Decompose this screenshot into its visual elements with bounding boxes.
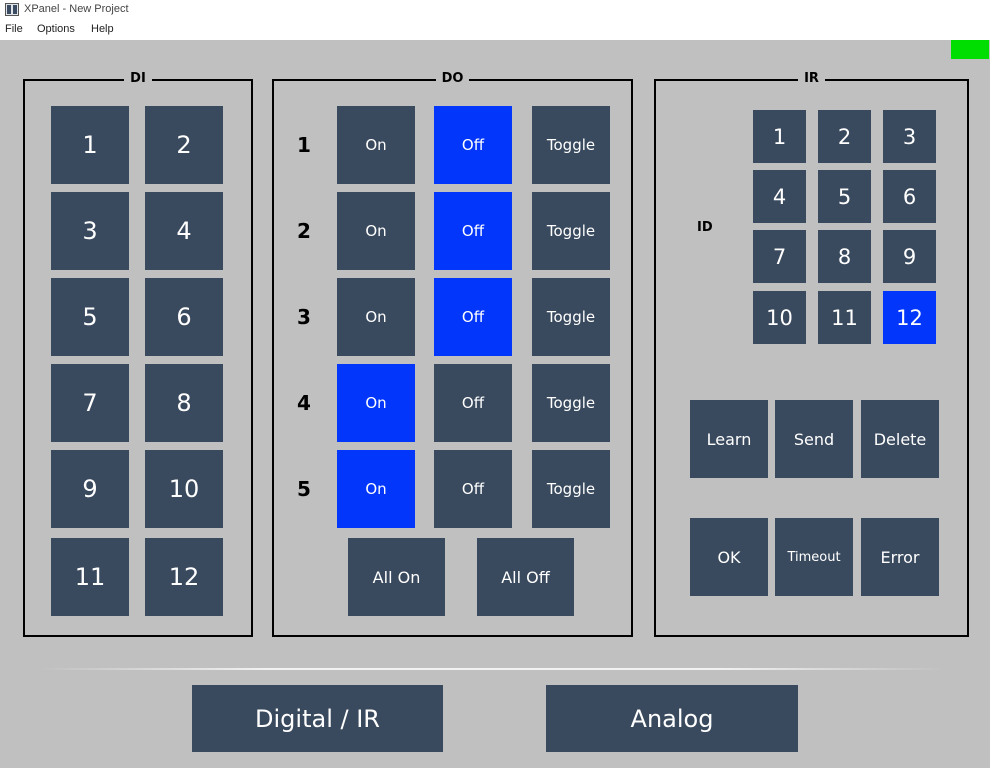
timeout-status-button[interactable]: Timeout xyxy=(775,518,853,596)
ir-id-12-button[interactable]: 12 xyxy=(883,291,936,344)
tab-analog[interactable]: Analog xyxy=(546,685,798,752)
di-input-3[interactable]: 3 xyxy=(51,192,129,270)
do-2-off-button[interactable]: Off xyxy=(434,192,512,270)
di-input-11[interactable]: 11 xyxy=(51,538,129,616)
learn-button[interactable]: Learn xyxy=(690,400,768,478)
do-row-label: 5 xyxy=(297,477,311,501)
do-5-toggle-button[interactable]: Toggle xyxy=(532,450,610,528)
tab-digital-ir[interactable]: Digital / IR xyxy=(192,685,443,752)
do-4-toggle-button[interactable]: Toggle xyxy=(532,364,610,442)
all-on-button[interactable]: All On xyxy=(348,538,445,616)
ir-id-9-button[interactable]: 9 xyxy=(883,230,936,283)
di-group-title: DI xyxy=(124,71,152,86)
status-indicator xyxy=(951,40,989,59)
menu-help[interactable]: Help xyxy=(91,23,114,35)
delete-button[interactable]: Delete xyxy=(861,400,939,478)
ir-id-3-button[interactable]: 3 xyxy=(883,110,936,163)
do-4-off-button[interactable]: Off xyxy=(434,364,512,442)
send-button[interactable]: Send xyxy=(775,400,853,478)
di-group: DI xyxy=(23,71,253,637)
di-input-1[interactable]: 1 xyxy=(51,106,129,184)
do-4-on-button[interactable]: On xyxy=(337,364,415,442)
do-5-on-button[interactable]: On xyxy=(337,450,415,528)
window-title: XPanel - New Project xyxy=(24,3,129,15)
do-1-off-button[interactable]: Off xyxy=(434,106,512,184)
do-row-label: 1 xyxy=(297,133,311,157)
error-status-button[interactable]: Error xyxy=(861,518,939,596)
ok-status-button[interactable]: OK xyxy=(690,518,768,596)
do-row-label: 2 xyxy=(297,219,311,243)
di-input-5[interactable]: 5 xyxy=(51,278,129,356)
ir-id-1-button[interactable]: 1 xyxy=(753,110,806,163)
do-1-toggle-button[interactable]: Toggle xyxy=(532,106,610,184)
di-input-12[interactable]: 12 xyxy=(145,538,223,616)
do-row-label: 3 xyxy=(297,305,311,329)
menu-options[interactable]: Options xyxy=(37,23,75,35)
ir-id-10-button[interactable]: 10 xyxy=(753,291,806,344)
ir-id-6-button[interactable]: 6 xyxy=(883,170,936,223)
ir-id-7-button[interactable]: 7 xyxy=(753,230,806,283)
divider xyxy=(40,668,945,670)
di-input-7[interactable]: 7 xyxy=(51,364,129,442)
title-bar: XPanel - New Project xyxy=(0,0,997,21)
ir-id-2-button[interactable]: 2 xyxy=(818,110,871,163)
ir-group-title: IR xyxy=(798,71,825,86)
do-3-toggle-button[interactable]: Toggle xyxy=(532,278,610,356)
do-5-off-button[interactable]: Off xyxy=(434,450,512,528)
window-edge xyxy=(990,40,997,768)
ir-id-4-button[interactable]: 4 xyxy=(753,170,806,223)
do-row-label: 4 xyxy=(297,391,311,415)
menu-file[interactable]: File xyxy=(5,23,23,35)
app-icon xyxy=(5,3,19,16)
do-group: DO xyxy=(272,71,633,637)
do-1-on-button[interactable]: On xyxy=(337,106,415,184)
do-3-off-button[interactable]: Off xyxy=(434,278,512,356)
di-input-2[interactable]: 2 xyxy=(145,106,223,184)
do-2-on-button[interactable]: On xyxy=(337,192,415,270)
di-input-9[interactable]: 9 xyxy=(51,450,129,528)
di-input-8[interactable]: 8 xyxy=(145,364,223,442)
ir-group: IR xyxy=(654,71,969,637)
di-input-4[interactable]: 4 xyxy=(145,192,223,270)
do-2-toggle-button[interactable]: Toggle xyxy=(532,192,610,270)
do-3-on-button[interactable]: On xyxy=(337,278,415,356)
di-input-10[interactable]: 10 xyxy=(145,450,223,528)
menu-bar: File Options Help xyxy=(0,21,997,40)
ir-id-8-button[interactable]: 8 xyxy=(818,230,871,283)
ir-id-5-button[interactable]: 5 xyxy=(818,170,871,223)
di-input-6[interactable]: 6 xyxy=(145,278,223,356)
ir-id-11-button[interactable]: 11 xyxy=(818,291,871,344)
ir-id-label: ID xyxy=(697,220,713,235)
all-off-button[interactable]: All Off xyxy=(477,538,574,616)
do-group-title: DO xyxy=(435,71,470,86)
